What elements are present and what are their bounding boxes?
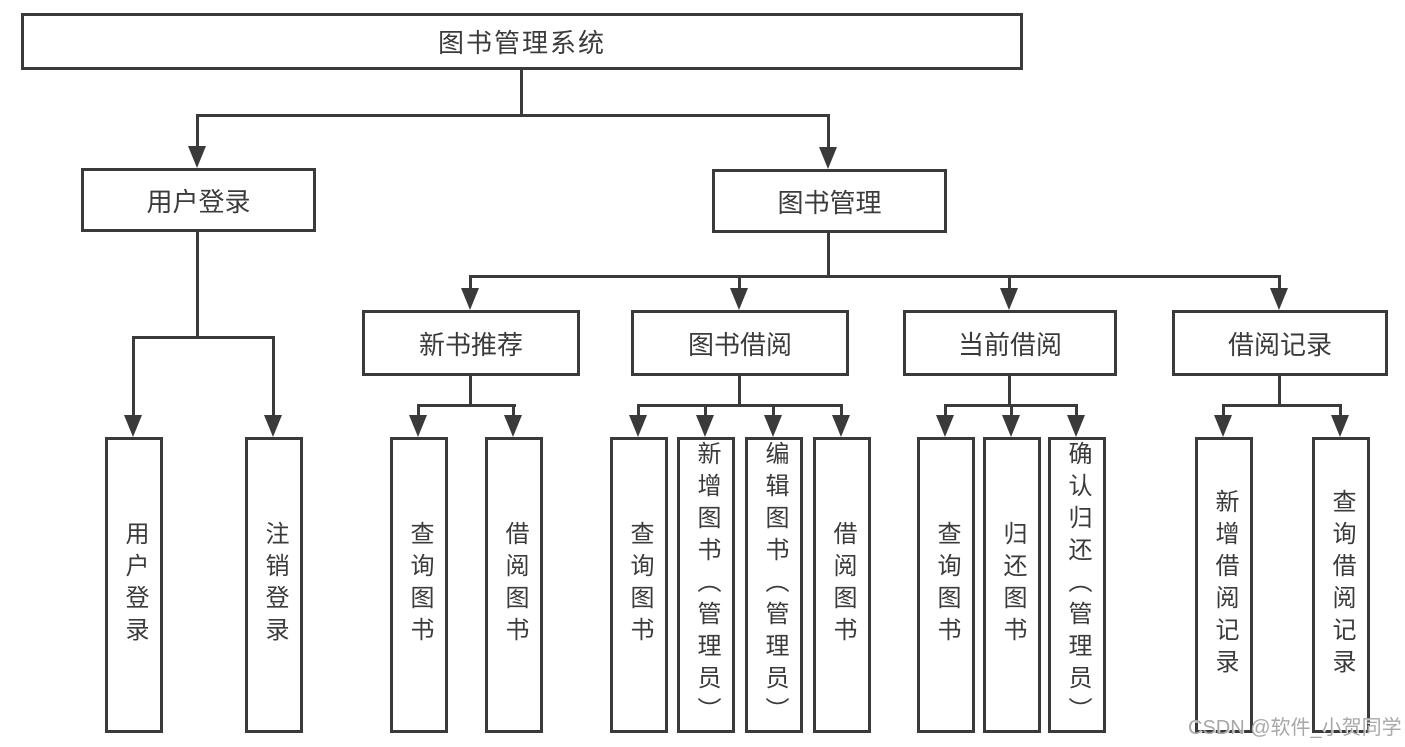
connector-line (196, 114, 199, 148)
leaf-newbook-query-books-label: 查询图书 (406, 521, 433, 649)
connector-line (417, 404, 420, 418)
connector-line (1222, 404, 1225, 418)
leaf-records-query-borrow-record: 查询借阅记录 (1312, 437, 1370, 733)
connector-line (772, 404, 775, 418)
arrow-down-icon (409, 415, 427, 437)
node-user-login-label: 用户登录 (146, 186, 251, 217)
connector-line (827, 114, 830, 149)
leaf-borrowing-add-books-admin-label: 新增图书（管理员） (693, 441, 720, 729)
node-borrowing-records: 借阅记录 (1172, 310, 1388, 376)
node-current-borrowing: 当前借阅 (903, 310, 1117, 376)
node-book-management-label: 图书管理 (777, 187, 882, 218)
connector-line (469, 275, 472, 291)
arrow-down-icon (1002, 415, 1020, 437)
leaf-current-confirm-return-admin-label: 确认归还（管理员） (1064, 441, 1091, 729)
leaf-user-login: 用户登录 (105, 437, 163, 733)
arrow-down-icon (696, 415, 714, 437)
node-library-management-system: 图书管理系统 (21, 13, 1023, 70)
connector-line (520, 70, 523, 117)
arrow-down-icon (1331, 415, 1349, 437)
connector-line (1339, 404, 1342, 418)
leaf-logout-label: 注销登录 (261, 521, 288, 649)
connector-line (272, 336, 275, 417)
arrow-down-icon (1067, 415, 1085, 437)
arrow-down-icon (1270, 288, 1288, 310)
leaf-borrowing-edit-books-admin-label: 编辑图书（管理员） (761, 441, 788, 729)
arrow-down-icon (124, 415, 142, 437)
connector-line (738, 275, 741, 291)
node-user-login: 用户登录 (81, 168, 316, 232)
arrow-down-icon (188, 146, 206, 168)
csdn-watermark: CSDN @软件_小贺同学 (1188, 717, 1402, 739)
connector-line (738, 376, 741, 407)
connector-line (704, 404, 707, 418)
arrow-down-icon (629, 415, 647, 437)
leaf-current-confirm-return-admin: 确认归还（管理员） (1048, 437, 1106, 733)
connector-line (1278, 376, 1281, 407)
leaf-current-return-books-label: 归还图书 (999, 521, 1026, 649)
arrow-down-icon (1214, 415, 1232, 437)
leaf-borrowing-borrow-books: 借阅图书 (813, 437, 871, 733)
leaf-borrowing-edit-books-admin: 编辑图书（管理员） (745, 437, 803, 733)
connector-line (1008, 275, 1011, 291)
arrow-down-icon (461, 288, 479, 310)
connector-line (944, 404, 947, 418)
node-book-management: 图书管理 (712, 169, 947, 233)
connector-line (512, 404, 515, 418)
connector-line (132, 336, 275, 339)
arrow-down-icon (832, 415, 850, 437)
leaf-current-query-books-label: 查询图书 (933, 521, 960, 649)
connector-line (196, 114, 830, 117)
connector-line (637, 404, 640, 418)
connector-line (1222, 404, 1342, 407)
leaf-records-query-borrow-record-label: 查询借阅记录 (1328, 489, 1355, 681)
leaf-borrowing-add-books-admin: 新增图书（管理员） (677, 437, 735, 733)
leaf-borrowing-borrow-books-label: 借阅图书 (829, 521, 856, 649)
connector-line (637, 404, 843, 407)
arrow-down-icon (764, 415, 782, 437)
node-new-book-recommendation: 新书推荐 (362, 310, 580, 376)
leaf-current-query-books: 查询图书 (917, 437, 975, 733)
connector-line (469, 275, 1281, 278)
node-borrowing-records-label: 借阅记录 (1227, 329, 1332, 360)
leaf-logout: 注销登录 (245, 437, 303, 733)
arrow-down-icon (1000, 288, 1018, 310)
connector-line (196, 232, 199, 339)
arrow-down-icon (730, 288, 748, 310)
connector-line (417, 404, 516, 407)
node-book-borrowing-label: 图书借阅 (687, 329, 792, 360)
connector-line (1075, 404, 1078, 418)
connector-line (1008, 376, 1011, 407)
leaf-records-add-borrow-record-label: 新增借阅记录 (1211, 489, 1238, 681)
leaf-records-add-borrow-record: 新增借阅记录 (1195, 437, 1253, 733)
node-library-management-system-label: 图书管理系统 (437, 28, 606, 58)
leaf-borrowing-query-books-label: 查询图书 (626, 521, 653, 649)
arrow-down-icon (264, 415, 282, 437)
arrow-down-icon (819, 147, 837, 169)
node-new-book-recommendation-label: 新书推荐 (418, 329, 523, 360)
connector-line (840, 404, 843, 418)
connector-line (1010, 404, 1013, 418)
connector-line (827, 233, 830, 278)
node-book-borrowing: 图书借阅 (631, 310, 849, 376)
leaf-user-login-label: 用户登录 (121, 521, 148, 649)
connector-line (1278, 275, 1281, 291)
arrow-down-icon (504, 415, 522, 437)
leaf-newbook-borrow-books-label: 借阅图书 (501, 521, 528, 649)
leaf-newbook-query-books: 查询图书 (390, 437, 448, 733)
leaf-newbook-borrow-books: 借阅图书 (485, 437, 543, 733)
arrow-down-icon (936, 415, 954, 437)
node-current-borrowing-label: 当前借阅 (957, 329, 1062, 360)
connector-line (469, 376, 472, 407)
connector-line (132, 336, 135, 417)
leaf-current-return-books: 归还图书 (983, 437, 1041, 733)
leaf-borrowing-query-books: 查询图书 (610, 437, 668, 733)
